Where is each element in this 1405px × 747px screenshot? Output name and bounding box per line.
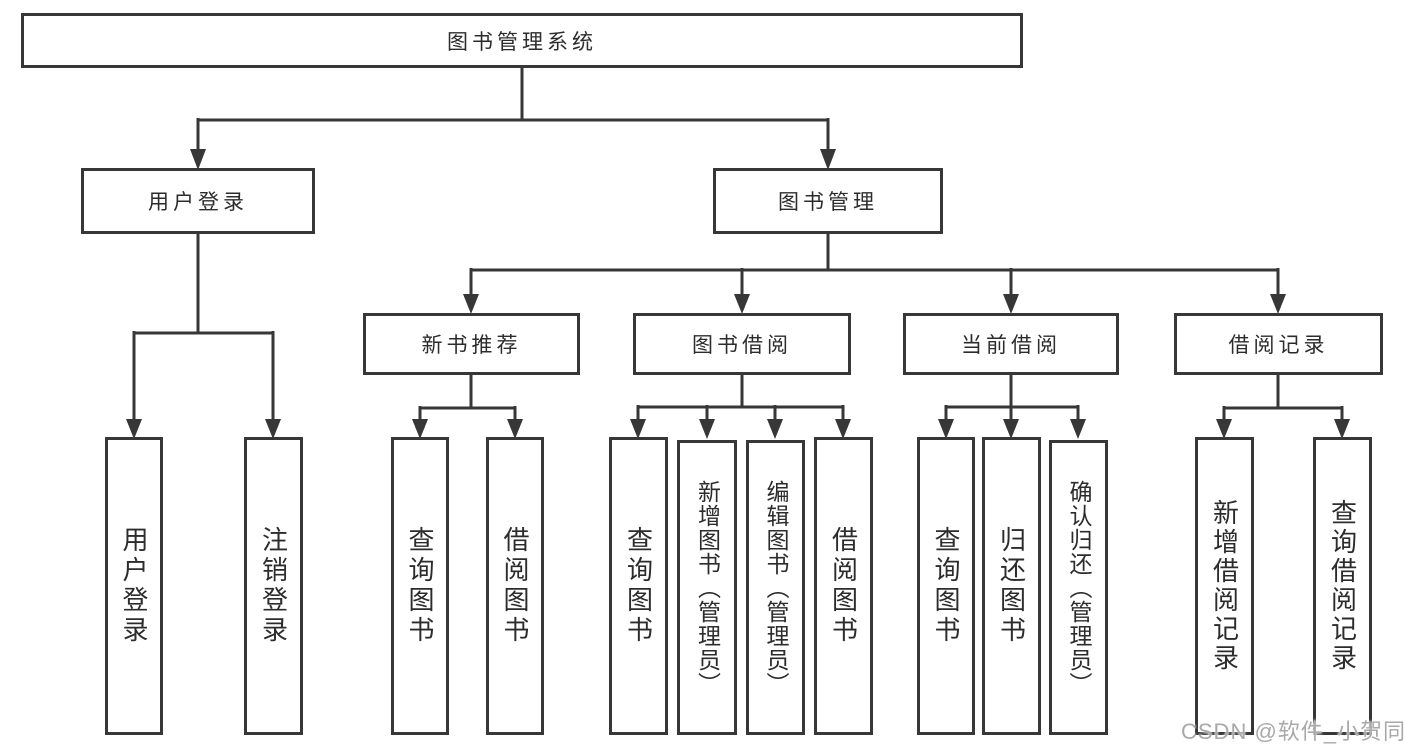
leaf-user-login: 用户登录	[105, 437, 163, 735]
leaf-label: 新增借阅记录	[1209, 499, 1240, 673]
leaf-add-borrow-record: 新增借阅记录	[1195, 437, 1254, 735]
leaf-query-books-recommend: 查询图书	[391, 437, 449, 735]
leaf-label: 归还图书	[996, 526, 1027, 646]
leaf-label: 借阅图书	[828, 526, 859, 646]
leaf-label: 用户登录	[119, 526, 149, 646]
leaf-label: 新增图书（管理员）	[694, 479, 721, 696]
csdn-watermark: CSDN @软件_小贺同学	[1181, 719, 1405, 744]
node-borrowing-records: 借阅记录	[1174, 313, 1383, 375]
node-user-login: 用户登录	[81, 168, 315, 234]
node-label: 借阅记录	[1228, 334, 1329, 357]
node-label: 新书推荐	[421, 334, 522, 357]
leaf-label: 借阅图书	[500, 526, 530, 646]
node-label: 当前借阅	[961, 334, 1061, 357]
leaf-label: 确认归还（管理员）	[1066, 479, 1092, 696]
node-book-management: 图书管理	[713, 168, 943, 234]
node-label: 图书借阅	[692, 334, 792, 357]
leaf-add-book-admin: 新增图书（管理员）	[677, 440, 737, 735]
leaf-label: 注销登录	[258, 526, 289, 646]
leaf-label: 编辑图书（管理员）	[763, 479, 789, 696]
leaf-label: 查询图书	[623, 526, 654, 646]
node-book-borrowing: 图书借阅	[633, 313, 851, 375]
leaf-edit-book-admin: 编辑图书（管理员）	[746, 440, 805, 735]
node-current-borrowing: 当前借阅	[903, 313, 1119, 375]
leaf-label: 查询图书	[405, 526, 435, 646]
leaf-borrow-books-recommend: 借阅图书	[486, 437, 544, 735]
leaf-query-books-current: 查询图书	[917, 437, 975, 735]
leaf-return-books: 归还图书	[982, 437, 1041, 735]
node-label: 用户登录	[148, 191, 248, 214]
node-root: 图书管理系统	[21, 13, 1023, 68]
leaf-query-books-borrowing: 查询图书	[609, 437, 668, 735]
leaf-confirm-return-admin: 确认归还（管理员）	[1049, 440, 1108, 735]
leaf-query-borrow-record: 查询借阅记录	[1313, 437, 1372, 735]
node-new-book-recommendation: 新书推荐	[363, 313, 580, 375]
leaf-label: 查询图书	[931, 526, 961, 646]
leaf-label: 查询借阅记录	[1327, 499, 1358, 673]
node-label: 图书管理	[778, 191, 878, 214]
leaf-logout: 注销登录	[244, 437, 303, 735]
leaf-borrow-books-borrowing: 借阅图书	[814, 437, 873, 735]
node-root-label: 图书管理系统	[447, 30, 597, 54]
